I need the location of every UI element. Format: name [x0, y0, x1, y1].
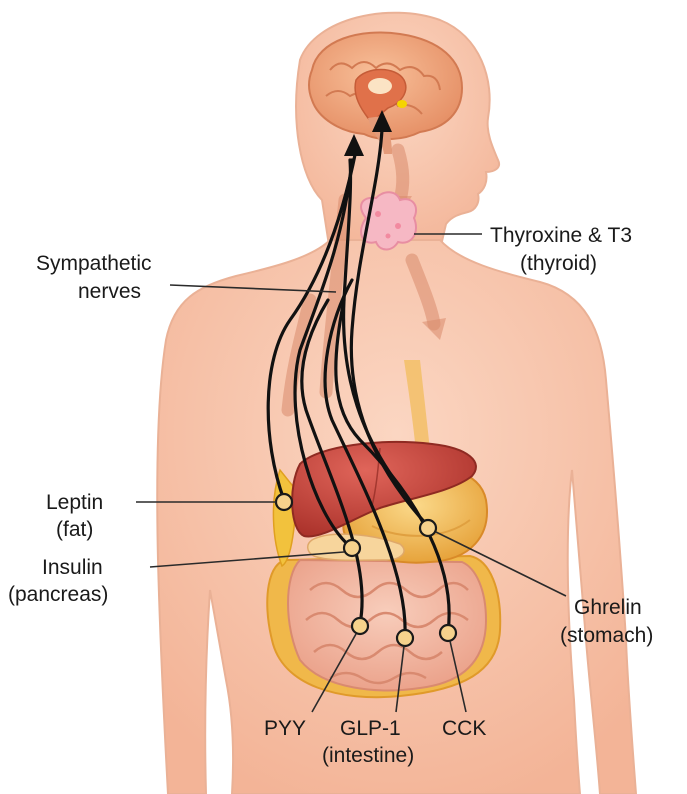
leptin-marker	[276, 494, 292, 510]
glp1-marker	[397, 630, 413, 646]
intestine-source-label: (intestine)	[322, 744, 414, 767]
pyy-marker	[352, 618, 368, 634]
insulin-source-label: (pancreas)	[8, 583, 108, 606]
glp1-label: GLP-1	[340, 717, 401, 740]
thyroid-source-label: (thyroid)	[520, 252, 597, 275]
thyroid-hormone-label: Thyroxine & T3	[490, 224, 632, 247]
sympathetic-label-line1: Sympathetic	[36, 252, 152, 275]
intestine-icon	[267, 556, 500, 697]
insulin-marker	[344, 540, 360, 556]
cck-marker	[440, 625, 456, 641]
cck-label: CCK	[442, 717, 486, 740]
ghrelin-source-label: (stomach)	[560, 624, 653, 647]
sympathetic-label-line2: nerves	[78, 280, 141, 303]
pyy-label: PYY	[264, 717, 306, 740]
insulin-label: Insulin	[42, 556, 103, 579]
leptin-label: Leptin	[46, 491, 103, 514]
ghrelin-label: Ghrelin	[574, 596, 642, 619]
ghrelin-marker	[420, 520, 436, 536]
leptin-source-label: (fat)	[56, 518, 93, 541]
